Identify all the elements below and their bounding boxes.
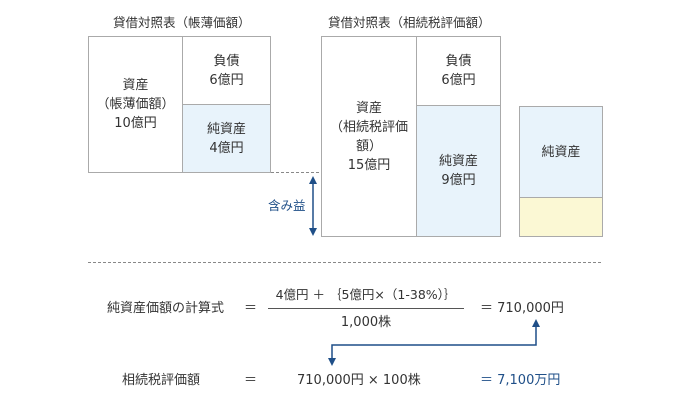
tax-value-balance-sheet: 資産 （相続税評価額） 15億円 負債 6億円 純資産 9億円 <box>321 36 501 237</box>
book-liabilities-cell: 負債 6億円 <box>183 37 270 105</box>
book-assets-sub: （帳薄価額） <box>96 97 175 112</box>
book-net-assets-cell: 純資産 4億円 <box>183 105 270 172</box>
breakdown-yellow-cell <box>520 198 602 236</box>
tax-assets-sub: （相続税評価額） <box>329 119 408 154</box>
formula-label: 純資産価額の計算式 <box>107 301 225 316</box>
valuation-label: 相続税評価額 <box>122 373 201 388</box>
valuation-result: ＝ 7,100万円 <box>480 373 561 388</box>
valuation-expression: 710,000円 × 100株 <box>297 373 421 388</box>
book-value-balance-sheet: 資産 （帳薄価額） 10億円 負債 6億円 純資産 4億円 <box>88 36 271 173</box>
formula-result: ＝ 710,000円 <box>480 301 564 316</box>
book-net-assets-label: 純資産 <box>206 121 246 137</box>
tax-net-assets-label: 純資産 <box>438 154 478 169</box>
tax-liabilities-label: 負債 <box>445 54 472 69</box>
tax-net-assets-value: 9億円 <box>441 173 476 188</box>
net-assets-breakdown-box: 純資産 <box>519 106 603 237</box>
tax-assets-value: 15億円 <box>347 157 391 173</box>
breakdown-net-assets-cell: 純資産 <box>520 107 602 198</box>
book-assets-label: 資産 <box>122 78 149 93</box>
book-assets-value: 10億円 <box>114 116 157 131</box>
book-net-assets-value: 4億円 <box>209 140 244 156</box>
tax-net-assets-cell: 純資産 9億円 <box>417 106 500 236</box>
result-link-arrow <box>328 319 540 366</box>
tax-liabilities-value: 6億円 <box>441 73 476 88</box>
tax-assets-cell: 資産 （相続税評価額） 15億円 <box>322 37 417 236</box>
unrealized-gain-label: 含み益 <box>268 198 306 213</box>
formula-equals: ＝ <box>244 301 258 316</box>
book-value-title: 貸借対照表（帳薄価額） <box>113 15 251 30</box>
tax-assets-label: 資産 <box>355 100 382 116</box>
valuation-equals: ＝ <box>244 373 258 388</box>
formula-denominator: 1,000株 <box>340 315 392 330</box>
breakdown-net-assets-label: 純資産 <box>541 144 581 160</box>
tax-liabilities-cell: 負債 6億円 <box>417 37 500 106</box>
book-liabilities-value: 6億円 <box>209 72 244 88</box>
tax-value-title: 貸借対照表（相続税評価額） <box>328 15 491 30</box>
book-assets-cell: 資産 （帳薄価額） 10億円 <box>89 37 183 172</box>
book-liabilities-label: 負債 <box>213 53 240 69</box>
formula-numerator: 4億円 ＋ ｛5億円×（1-38%）｝ <box>275 287 457 302</box>
